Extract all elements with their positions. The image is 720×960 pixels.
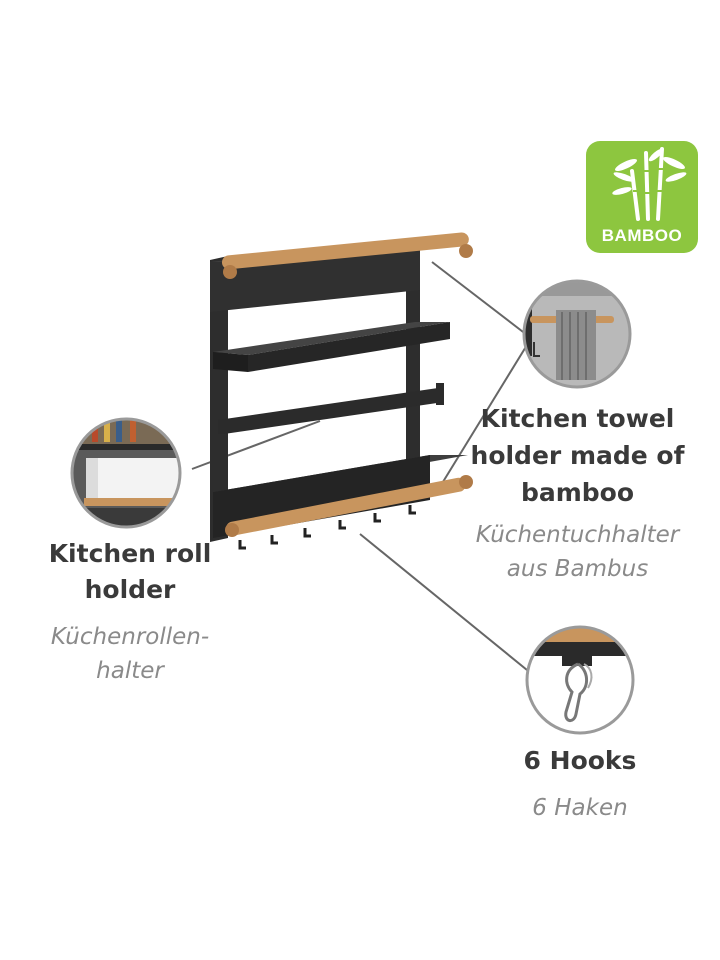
kitchen-rack (210, 232, 473, 550)
bamboo-rod-bottom (225, 477, 466, 536)
bamboo-icon (612, 147, 687, 221)
towel-holder-de-line1: Küchentuchhalter (475, 522, 680, 548)
bamboo-badge: BAMBOO (586, 141, 698, 253)
bamboo-rod-top (221, 232, 469, 270)
towel-holder-de-line2: aus Bambus (506, 556, 649, 582)
towel-holder-label-en: Kitchen towel holder made of bamboo (470, 400, 685, 511)
towel-holder-en-line2: holder made of (470, 441, 685, 470)
callout-line-towel-top (431, 261, 528, 336)
callout-line-hooks (359, 533, 528, 671)
towel-holder-en-line3: bamboo (520, 478, 635, 507)
hooks-label-de: 6 Haken (532, 795, 628, 821)
roll-holder-en-line1: Kitchen roll (48, 539, 212, 568)
roll-holder-en-line2: holder (84, 575, 176, 604)
hooks-label-en: 6 Hooks (523, 746, 637, 775)
roll-holder-de-line1: Küchenrollen- (50, 624, 210, 650)
towel-holder-en-line1: Kitchen towel (480, 404, 675, 433)
detail-circle-hooks (525, 625, 635, 735)
bamboo-badge-text: BAMBOO (601, 226, 683, 245)
roll-holder-label-de: Küchenrollen- halter (35, 620, 225, 688)
detail-circle-roll (70, 417, 182, 529)
callout-line-towel-bottom (437, 344, 528, 491)
roll-holder-de-line2: halter (96, 658, 164, 684)
towel-holder-label-de: Küchentuchhalter aus Bambus (465, 518, 690, 586)
roll-holder-label-en: Kitchen roll holder (40, 536, 220, 608)
detail-circle-towel (522, 279, 632, 389)
